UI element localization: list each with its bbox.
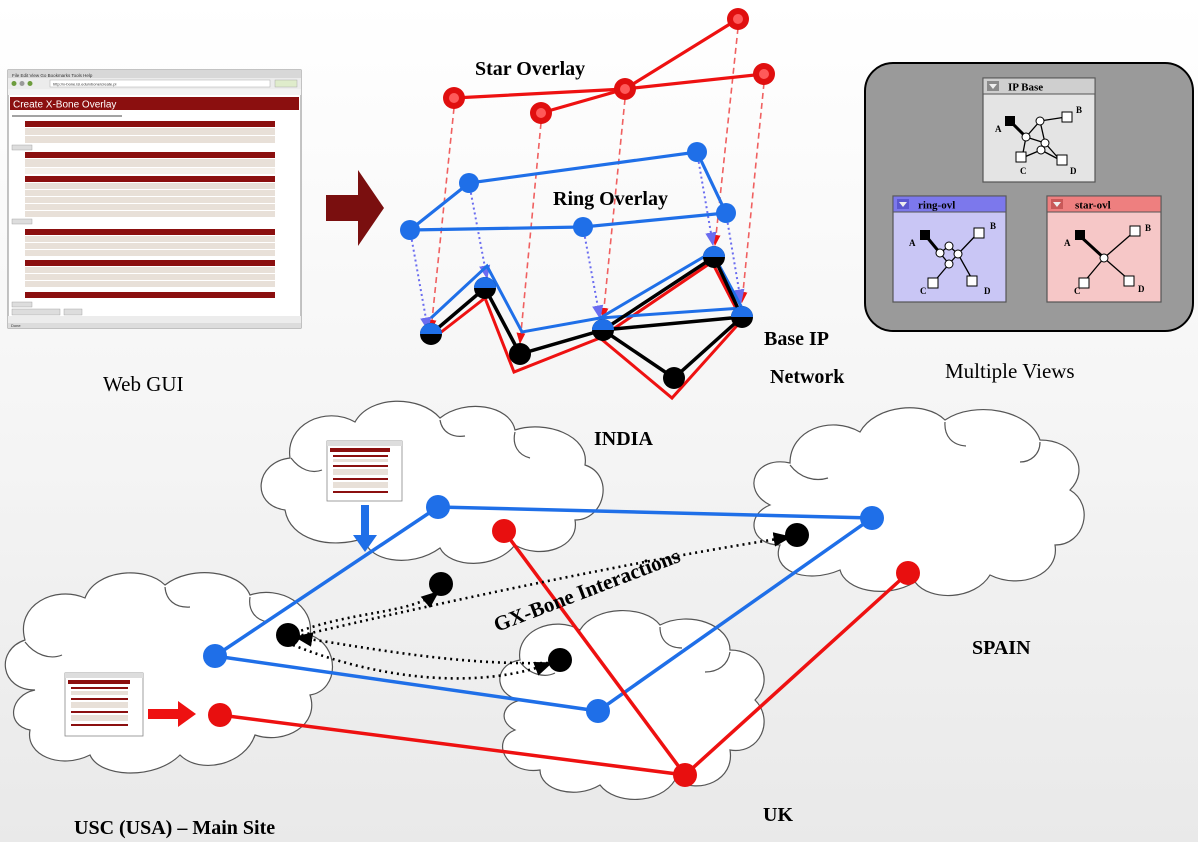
ip-base-node-a: A (995, 124, 1002, 134)
ring-node-a: A (909, 238, 916, 248)
star-overlay-label: Star Overlay (475, 58, 585, 80)
cloud-spain (753, 407, 1085, 596)
global-base-nodes (276, 523, 809, 672)
ring-node-b: B (990, 221, 996, 231)
ring-ovl-view: ring-ovl A B C D (892, 195, 1007, 303)
web-gui-sections (11, 121, 275, 316)
ip-base-node-b: B (1076, 105, 1082, 115)
multiple-views-label: Multiple Views (945, 359, 1075, 383)
usc-label: USC (USA) – Main Site (74, 817, 275, 839)
base-ip-label-line2: Network (770, 366, 845, 388)
star-ovl-view: star-ovl A B C D (1046, 195, 1162, 303)
right-arrow-icon (326, 170, 384, 246)
global-star-nodes (208, 519, 920, 787)
ip-base-node-d: D (1070, 166, 1077, 176)
star-node-b: B (1145, 223, 1151, 233)
multiple-views-panel: IP Base A B C (864, 62, 1194, 332)
right-arrow-small-icon (148, 701, 196, 727)
spain-label: SPAIN (972, 637, 1031, 659)
overlay-stack: Star Overlay Ring Overlay Base IP Networ… (400, 8, 845, 401)
star-node-d: D (1138, 284, 1145, 294)
web-gui-status: Done (11, 323, 21, 328)
star-node-a: A (1064, 238, 1071, 248)
global-star-network (219, 529, 910, 777)
base-ip-label-line1: Base IP (764, 328, 829, 350)
star-overlay-nodes (443, 8, 775, 124)
web-gui-screenshot: File Edit View Go Bookmarks Tools Help h… (7, 69, 302, 329)
web-gui-title: Create X-Bone Overlay (13, 100, 116, 111)
ring-node-c: C (920, 286, 927, 296)
web-gui-menu: File Edit View Go Bookmarks Tools Help (12, 73, 93, 78)
ip-base-view-title: IP Base (1008, 82, 1043, 94)
base-ip-nodes (420, 246, 753, 389)
gx-bone-interaction-arrows (289, 532, 792, 680)
web-gui-address: http://x-bone.isi.edu/xbone/create.pl (53, 82, 116, 87)
web-gui-label: Web GUI (103, 372, 184, 396)
ring-overlay-label: Ring Overlay (553, 188, 668, 210)
ip-base-node-c: C (1020, 166, 1027, 176)
down-arrow-icon (353, 505, 377, 552)
ip-base-view: IP Base A B C (982, 77, 1096, 183)
star-ovl-view-title: star-ovl (1075, 200, 1111, 212)
ring-ovl-view-title: ring-ovl (918, 200, 955, 212)
uk-label: UK (763, 804, 793, 826)
ring-overlay-nodes (400, 142, 736, 240)
ring-node-d: D (984, 286, 991, 296)
star-node-c: C (1074, 286, 1081, 296)
cloud-usc (4, 572, 333, 774)
india-label: INDIA (594, 428, 653, 450)
global-ring-nodes (203, 495, 884, 723)
cloud-india (260, 400, 604, 564)
